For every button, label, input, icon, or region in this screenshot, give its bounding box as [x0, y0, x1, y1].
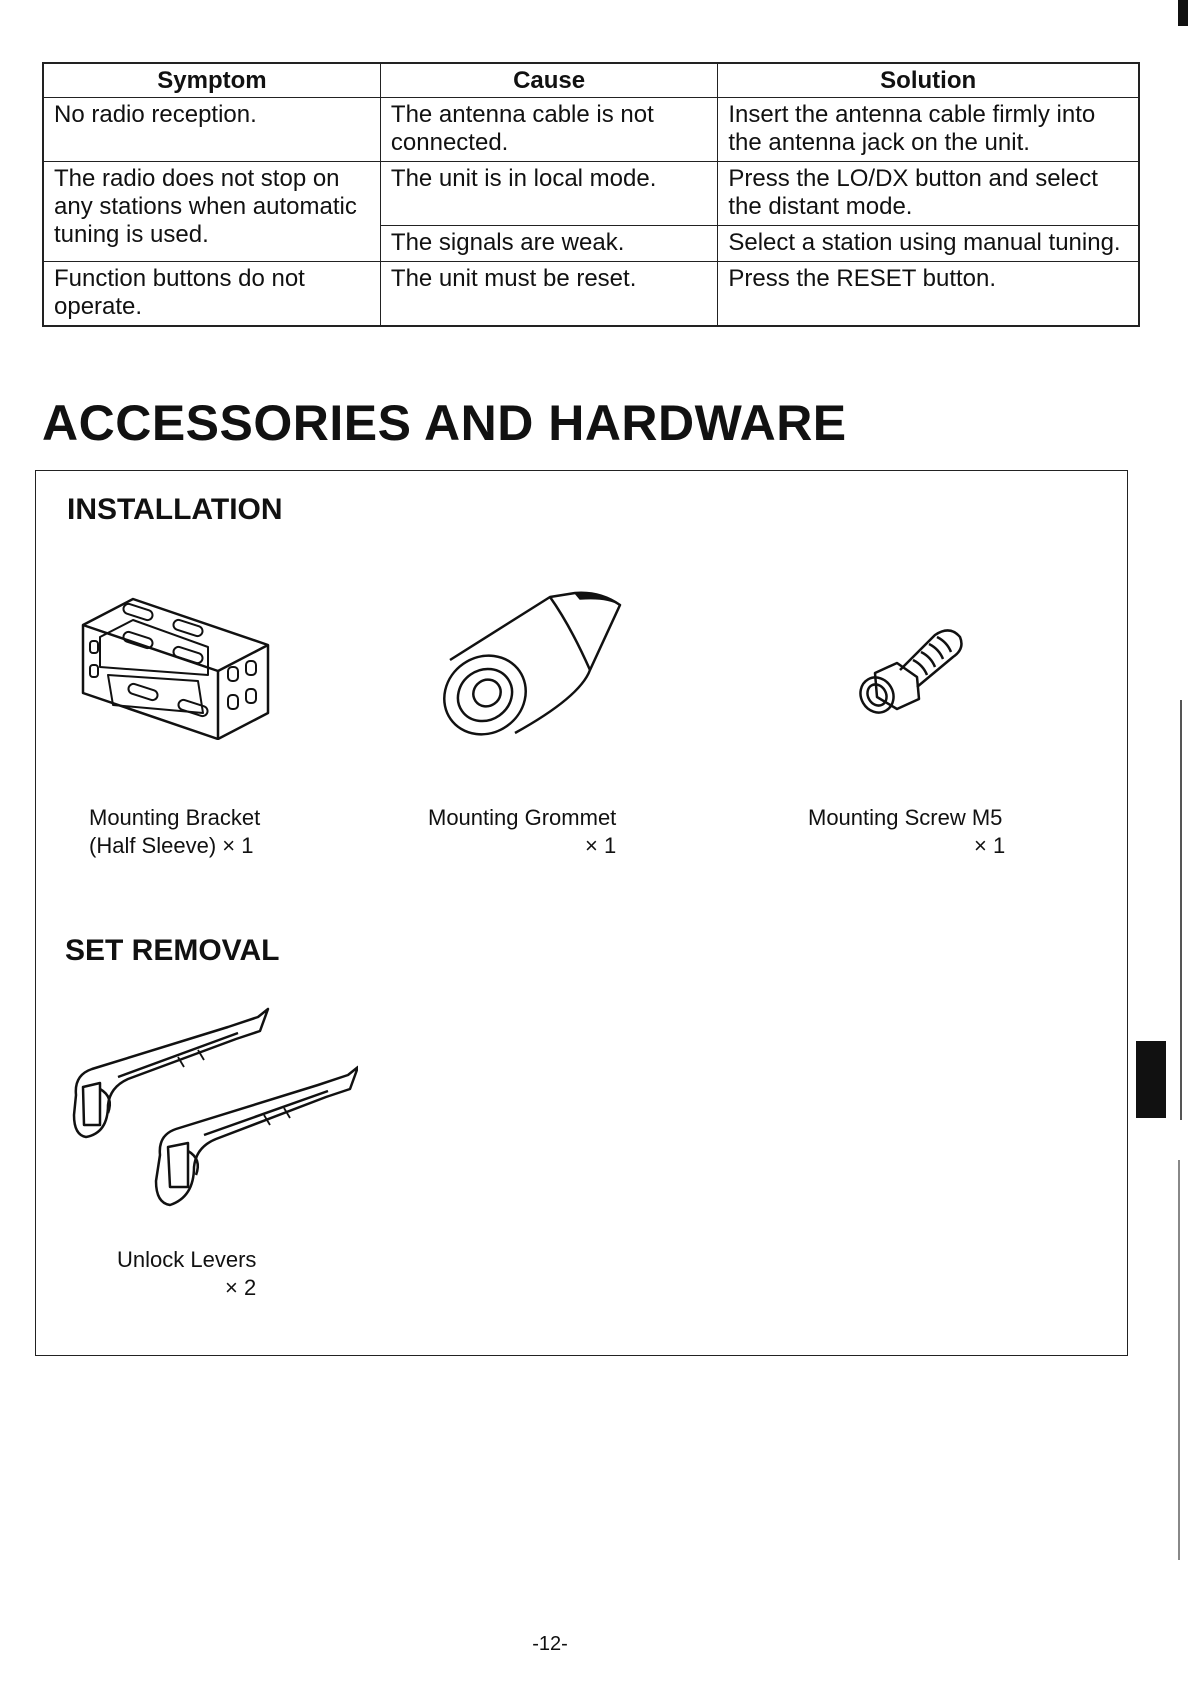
- cause-cell: The unit is in local mode.: [379, 161, 719, 226]
- cause-cell: The antenna cable is not connected.: [379, 97, 719, 162]
- screw-qty: × 1: [974, 833, 1006, 858]
- symptom-cell: Function buttons do not operate.: [42, 261, 381, 327]
- unlock-levers-illustration: [72, 1007, 358, 1207]
- bracket-caption-line1: Mounting Bracket: [89, 805, 261, 830]
- header-cause: Cause: [379, 62, 719, 98]
- installation-title: INSTALLATION: [67, 493, 283, 526]
- grommet-caption: Mounting Grommet: [428, 805, 617, 830]
- header-symptom: Symptom: [42, 62, 381, 98]
- scan-edge-line: [1178, 1160, 1180, 1560]
- cause-cell: The unit must be reset.: [379, 261, 719, 327]
- cause-cell: The signals are weak.: [379, 225, 719, 262]
- mounting-grommet-illustration: [443, 591, 622, 736]
- bracket-qty: × 1: [222, 833, 254, 858]
- table-row: Function buttons do not operate. The uni…: [42, 261, 1140, 327]
- symptom-cell: The radio does not stop on any stations …: [42, 161, 381, 262]
- solution-cell: Insert the antenna cable firmly into the…: [717, 97, 1140, 162]
- header-solution: Solution: [717, 62, 1140, 98]
- table-row: The radio does not stop on any stations …: [42, 161, 1140, 262]
- levers-qty: × 2: [225, 1275, 257, 1300]
- bracket-caption-line2: (Half Sleeve) × 1: [89, 832, 253, 860]
- table-header-row: Symptom Cause Solution: [42, 62, 1140, 98]
- side-index-tab: [1136, 1041, 1166, 1118]
- table-row: The signals are weak. Select a station u…: [43, 225, 1140, 262]
- bracket-caption-sub: (Half Sleeve): [89, 833, 217, 858]
- symptom-cell: No radio reception.: [42, 97, 381, 162]
- mounting-bracket-illustration: [81, 597, 270, 740]
- set-removal-title: SET REMOVAL: [65, 934, 280, 967]
- corner-mark: [1178, 0, 1188, 26]
- solution-cell: Select a station using manual tuning.: [717, 225, 1140, 262]
- section-heading: ACCESSORIES AND HARDWARE: [42, 395, 847, 451]
- levers-caption: Unlock Levers: [117, 1247, 257, 1272]
- accessories-box: [35, 470, 1128, 1356]
- screw-caption: Mounting Screw M5: [808, 805, 1003, 830]
- mounting-screw-illustration: [859, 629, 963, 714]
- grommet-qty: × 1: [585, 833, 617, 858]
- page-number: -12-: [532, 1633, 568, 1655]
- table-row: No radio reception. The antenna cable is…: [42, 97, 1140, 162]
- solution-cell: Press the LO/DX button and select the di…: [717, 161, 1140, 226]
- solution-cell: Press the RESET button.: [717, 261, 1140, 327]
- troubleshooting-table: Symptom Cause Solution No radio receptio…: [42, 62, 1140, 327]
- scan-edge-line: [1180, 700, 1182, 1120]
